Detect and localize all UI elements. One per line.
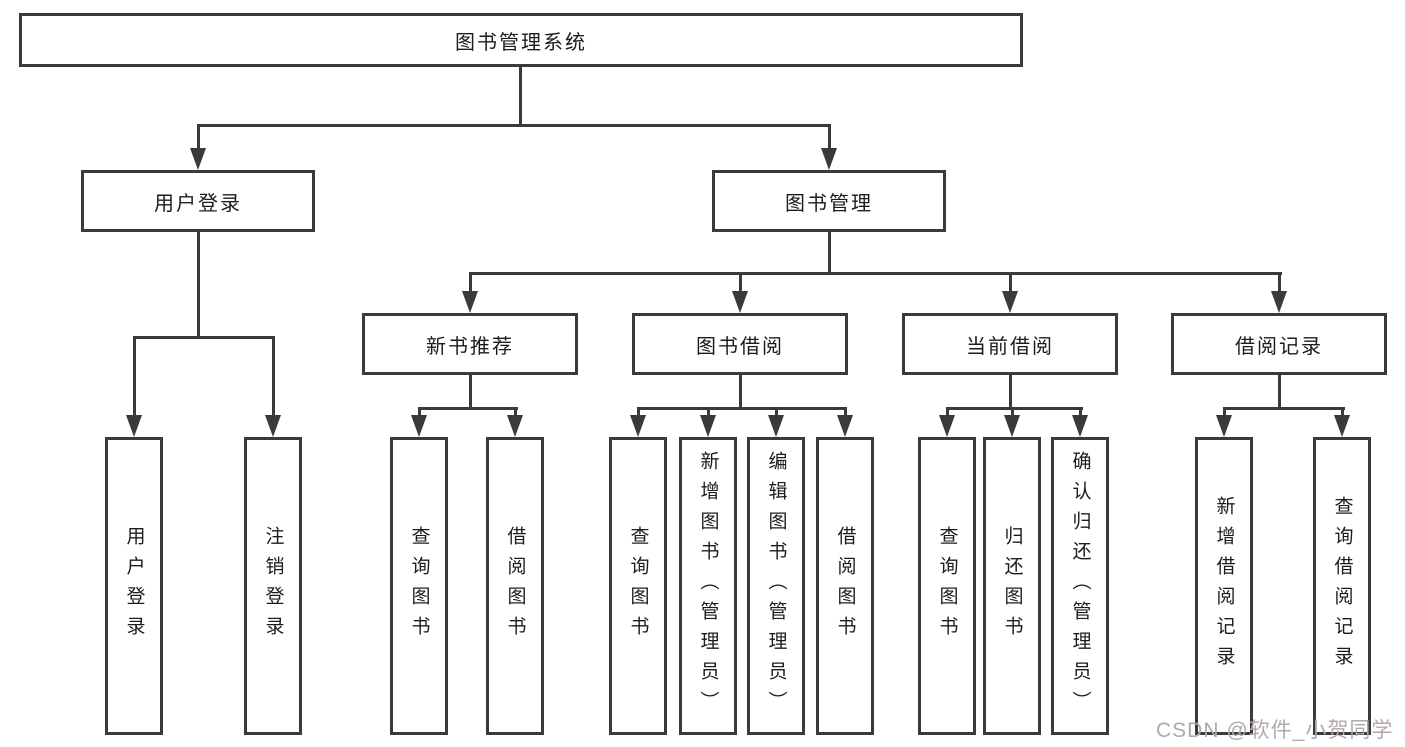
connector-line (739, 272, 742, 294)
node-user-login: 用户登录 (81, 170, 315, 232)
arrow-down-icon (1002, 291, 1018, 313)
connector-line (1009, 375, 1012, 407)
connector-line (197, 232, 200, 336)
arrow-down-icon (462, 291, 478, 313)
connector-line (469, 375, 472, 407)
node-label: 注销登录 (262, 526, 284, 646)
node-label: 查询图书 (936, 526, 958, 646)
connector-line (637, 407, 640, 417)
connector-line (739, 375, 742, 407)
connector-line (844, 407, 847, 417)
connector-line (1009, 272, 1012, 294)
arrow-down-icon (630, 415, 646, 437)
connector-line (1341, 407, 1344, 417)
connector-line (828, 124, 831, 152)
connector-line (133, 336, 136, 418)
connector-line (418, 407, 518, 410)
connector-line (1079, 407, 1082, 417)
node-label: 新增图书（管理员） (697, 451, 719, 721)
node-leaf-add-borrow-record: 新增借阅记录 (1195, 437, 1253, 735)
arrow-down-icon (837, 415, 853, 437)
arrow-down-icon (700, 415, 716, 437)
node-label: 借阅图书 (834, 526, 856, 646)
node-leaf-logout: 注销登录 (244, 437, 302, 735)
connector-line (133, 336, 275, 339)
node-label: 查询图书 (408, 526, 430, 646)
arrow-down-icon (126, 415, 142, 437)
connector-line (1011, 407, 1014, 417)
node-label: 确认归还（管理员） (1069, 451, 1091, 721)
node-book-management-system: 图书管理系统 (19, 13, 1023, 67)
arrow-down-icon (821, 148, 837, 170)
node-label: 借阅记录 (1235, 335, 1323, 358)
arrow-down-icon (768, 415, 784, 437)
node-label: 用户登录 (123, 526, 145, 646)
node-new-book-recommend: 新书推荐 (362, 313, 578, 375)
connector-line (514, 407, 517, 417)
node-book-borrow: 图书借阅 (632, 313, 848, 375)
connector-line (197, 124, 200, 152)
node-borrow-records: 借阅记录 (1171, 313, 1387, 375)
node-book-management: 图书管理 (712, 170, 946, 232)
connector-line (197, 124, 831, 127)
node-label: 图书管理 (785, 192, 873, 215)
arrow-down-icon (939, 415, 955, 437)
node-leaf-confirm-return-admin: 确认归还（管理员） (1051, 437, 1109, 735)
watermark: CSDN @软件_小贺同学 (1156, 719, 1394, 742)
node-label: 新增借阅记录 (1213, 496, 1235, 676)
node-label: 查询图书 (627, 526, 649, 646)
node-label: 当前借阅 (966, 335, 1054, 358)
arrow-down-icon (1334, 415, 1350, 437)
node-label: 编辑图书（管理员） (765, 451, 787, 721)
arrow-down-icon (1072, 415, 1088, 437)
node-leaf-add-books-admin: 新增图书（管理员） (679, 437, 737, 735)
node-leaf-query-books-recommend: 查询图书 (390, 437, 448, 735)
arrow-down-icon (1271, 291, 1287, 313)
connector-line (469, 272, 472, 294)
node-leaf-borrow-books-recommend: 借阅图书 (486, 437, 544, 735)
connector-line (775, 407, 778, 417)
node-leaf-return-books: 归还图书 (983, 437, 1041, 735)
node-label: 图书管理系统 (455, 31, 587, 54)
arrow-down-icon (411, 415, 427, 437)
connector-line (828, 232, 831, 275)
node-leaf-query-borrow-record: 查询借阅记录 (1313, 437, 1371, 735)
arrow-down-icon (732, 291, 748, 313)
connector-line (1278, 375, 1281, 407)
connector-line (946, 407, 1083, 410)
node-current-borrow: 当前借阅 (902, 313, 1118, 375)
arrow-down-icon (190, 148, 206, 170)
node-label: 查询借阅记录 (1331, 496, 1353, 676)
node-label: 用户登录 (154, 192, 242, 215)
connector-line (637, 407, 847, 410)
node-leaf-borrow-books: 借阅图书 (816, 437, 874, 735)
node-label: 借阅图书 (504, 526, 526, 646)
node-leaf-query-books-current: 查询图书 (918, 437, 976, 735)
connector-line (272, 336, 275, 418)
connector-line (418, 407, 421, 417)
connector-line (1223, 407, 1226, 417)
arrow-down-icon (507, 415, 523, 437)
node-label: 新书推荐 (426, 335, 514, 358)
connector-line (519, 67, 522, 126)
connector-line (946, 407, 949, 417)
arrow-down-icon (1004, 415, 1020, 437)
connector-line (1278, 272, 1281, 294)
node-label: 图书借阅 (696, 335, 784, 358)
connector-line (469, 272, 1282, 275)
connector-line (1223, 407, 1345, 410)
node-leaf-user-login: 用户登录 (105, 437, 163, 735)
arrow-down-icon (265, 415, 281, 437)
connector-line (707, 407, 710, 417)
arrow-down-icon (1216, 415, 1232, 437)
node-leaf-query-books-borrow: 查询图书 (609, 437, 667, 735)
node-label: 归还图书 (1001, 526, 1023, 646)
node-leaf-edit-books-admin: 编辑图书（管理员） (747, 437, 805, 735)
